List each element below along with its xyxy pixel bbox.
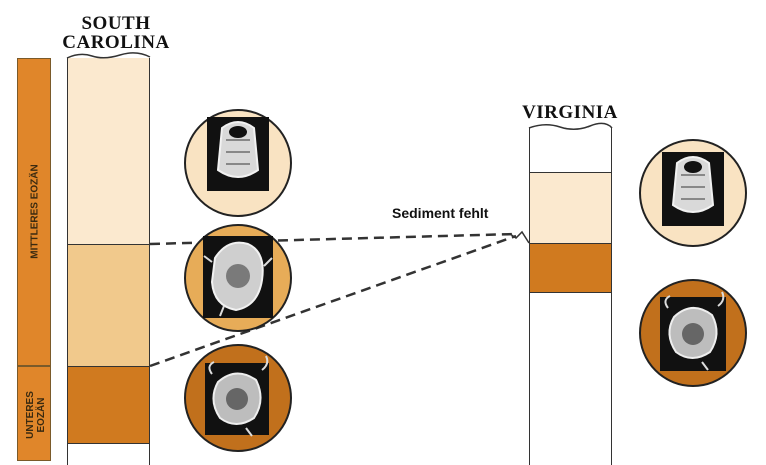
va-fossil-circle-upper [640, 140, 746, 246]
sc-fossil-circle-lower [185, 345, 291, 451]
sc-column-torn-top [67, 53, 150, 58]
sc-fossil-circle-middle [185, 225, 291, 331]
va-column-torn-top [529, 123, 612, 129]
sc-fossil-circle-upper [185, 110, 291, 216]
va-fossil-circle-lower [640, 280, 746, 386]
